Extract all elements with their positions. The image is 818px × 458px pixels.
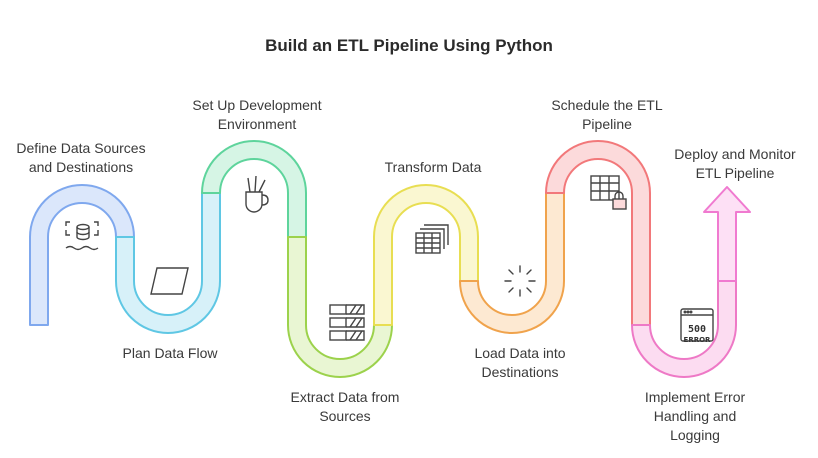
parallelogram-icon [150, 267, 189, 295]
step-label-5: Transform Data [384, 159, 482, 175]
database-settings-icon [65, 221, 99, 251]
step-segment-2 [115, 192, 221, 334]
step-segment-5 [373, 184, 479, 326]
error-code-text: 500 [688, 324, 706, 335]
step-segment-7 [545, 140, 651, 326]
step-segment-9 [703, 186, 751, 282]
step-label-9: Deploy and Monitor ETL Pipeline [674, 146, 796, 181]
table-stack-icon [415, 224, 449, 254]
pencil-cup-icon [245, 175, 269, 213]
step-label-8: Implement Error Handling and Logging [644, 389, 746, 443]
step-label-3: Set Up Development Environment [192, 97, 322, 132]
loading-spinner-icon [504, 265, 536, 297]
step-label-1: Define Data Sources and Destinations [16, 140, 146, 175]
table-lock-icon [590, 175, 627, 210]
page-title: Build an ETL Pipeline Using Python [265, 36, 553, 55]
step-label-4: Extract Data from Sources [290, 389, 400, 424]
step-label-6: Load Data into Destinations [474, 345, 566, 380]
step-segment-6 [459, 192, 565, 334]
step-label-7: Schedule the ETL Pipeline [551, 97, 663, 132]
step-segment-1 [29, 184, 135, 326]
error-word-text: ERROR [684, 336, 712, 344]
step-segment-3 [201, 140, 307, 238]
stacked-bars-icon [329, 304, 365, 341]
step-label-2: Plan Data Flow [122, 345, 218, 361]
step-segment-8 [631, 280, 737, 378]
step-segment-4 [287, 236, 393, 378]
error-500-icon [680, 308, 714, 342]
